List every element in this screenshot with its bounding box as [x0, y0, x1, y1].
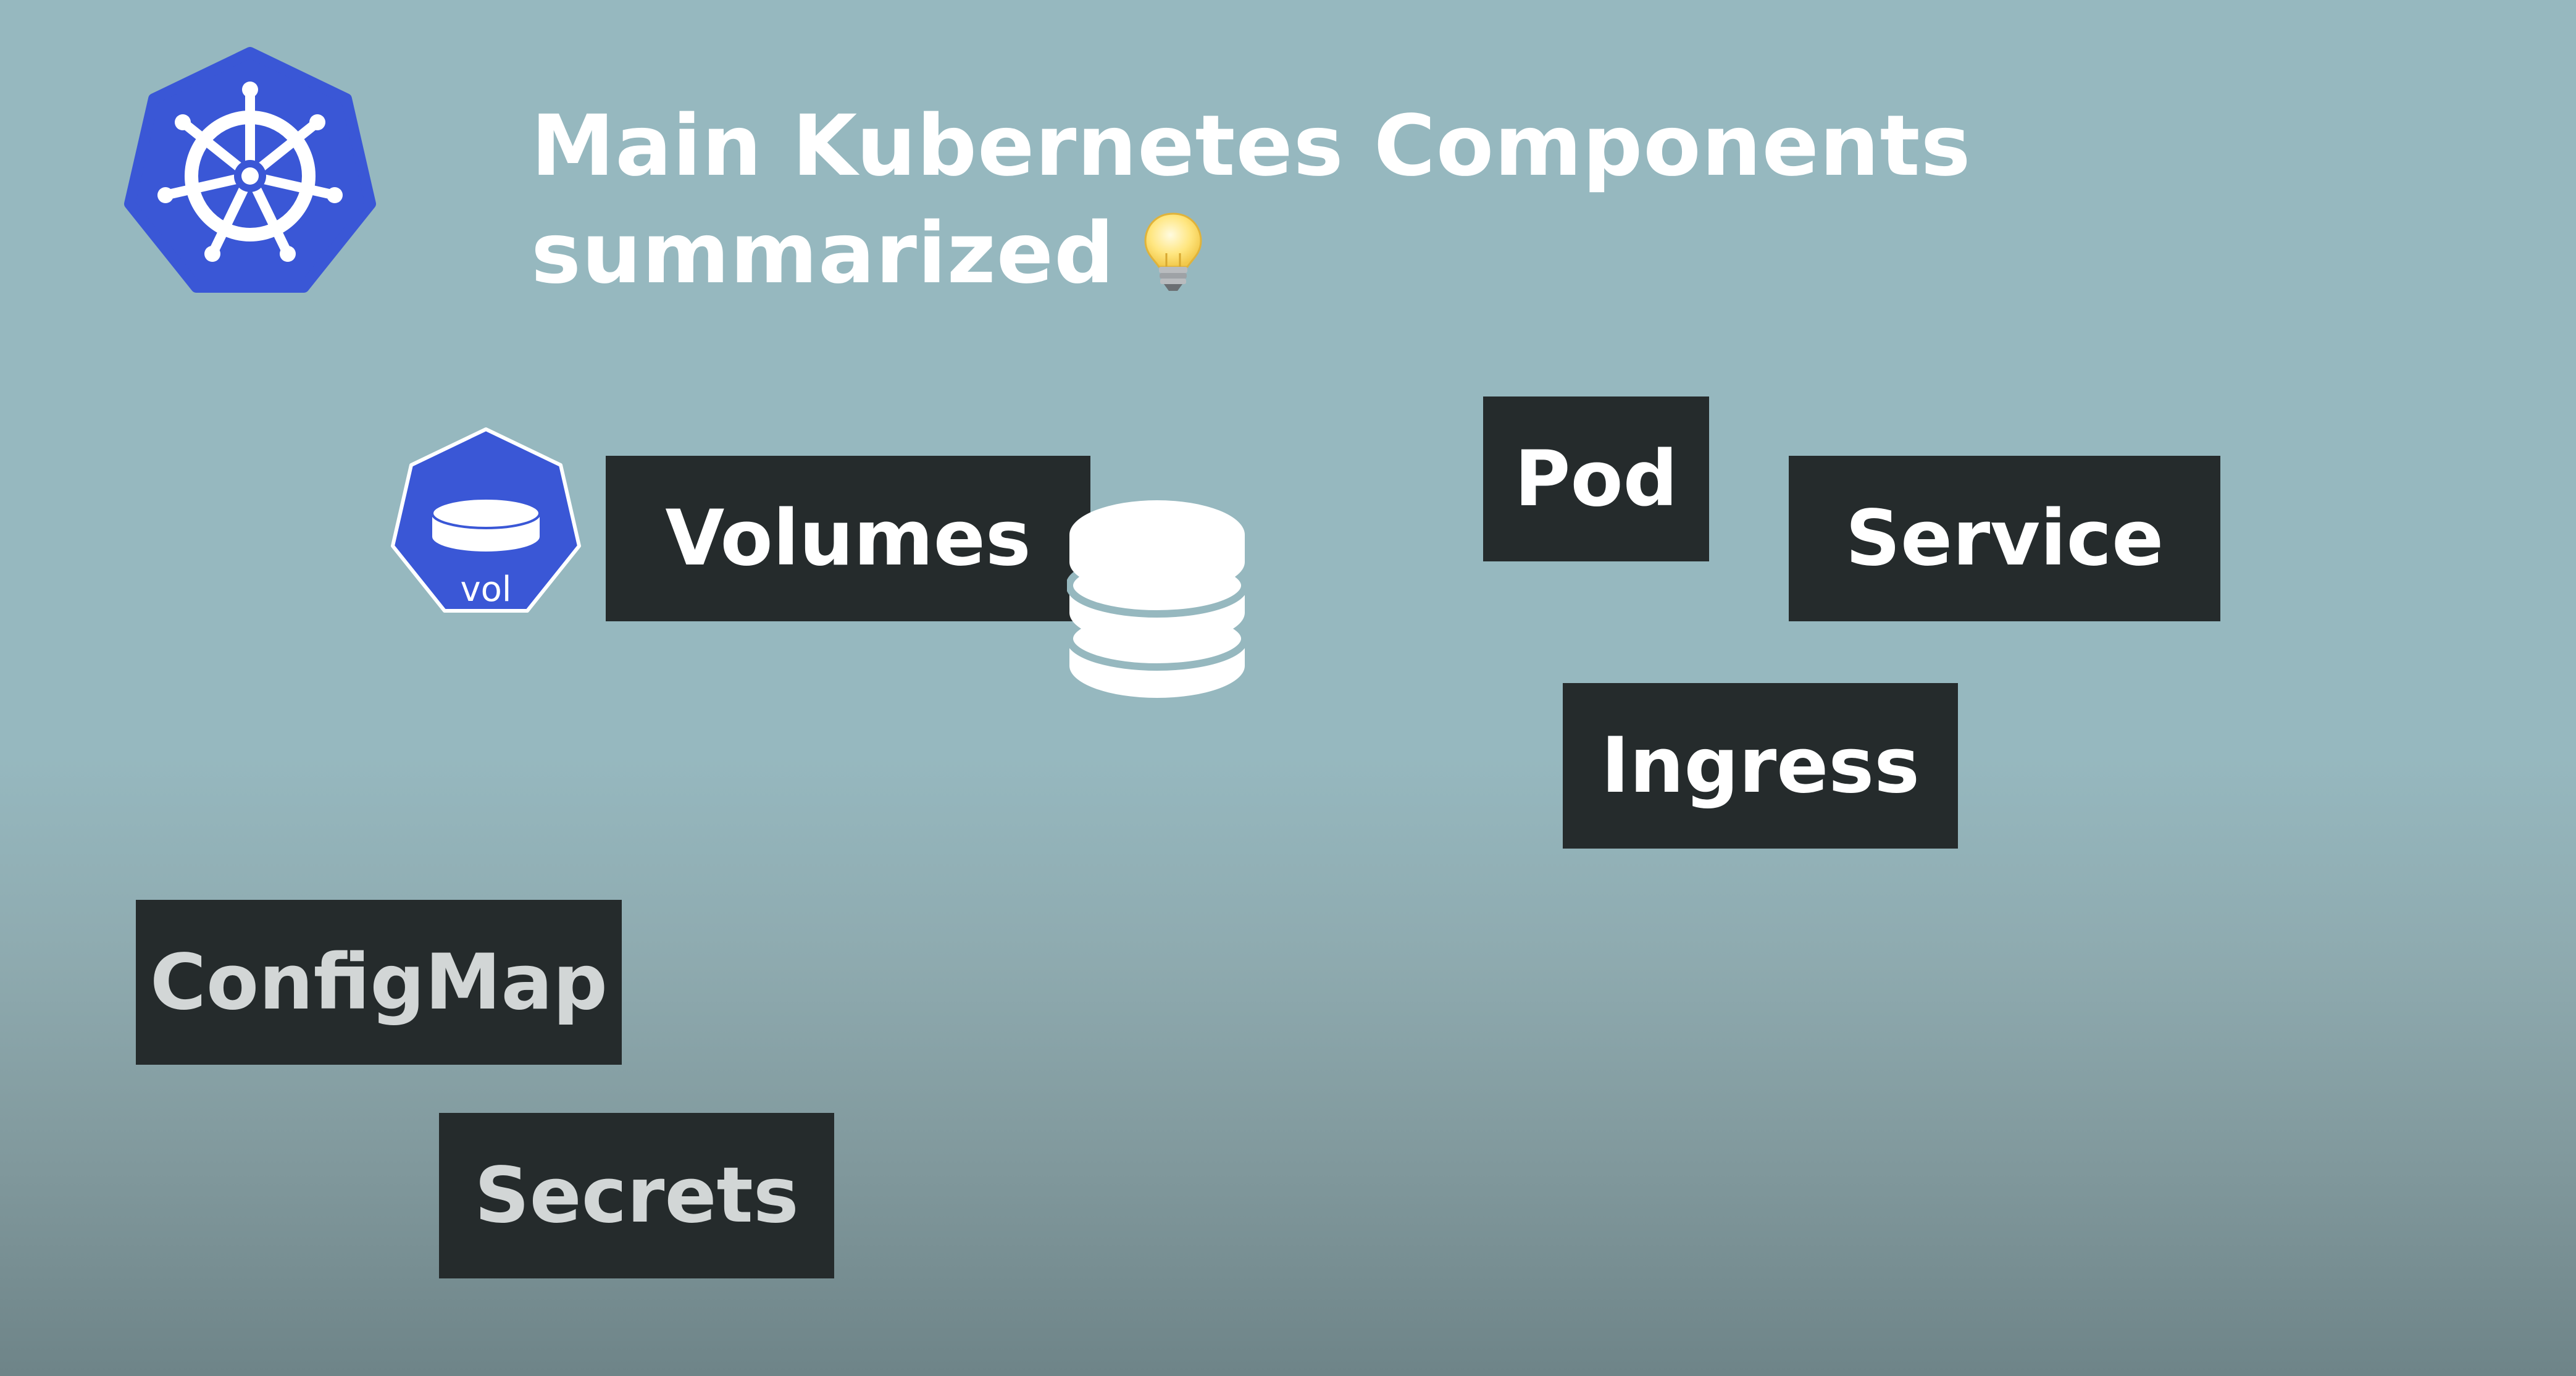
title-line-2: summarized — [531, 200, 1972, 308]
page-title: Main Kubernetes Components summarized — [531, 93, 1972, 308]
database-icon — [1067, 500, 1247, 698]
volume-icon: vol — [391, 427, 581, 613]
configmap-box: ConfigMap — [136, 900, 622, 1065]
secrets-label: Secrets — [474, 1151, 799, 1240]
secrets-box: Secrets — [439, 1113, 834, 1278]
ingress-box: Ingress — [1563, 683, 1958, 849]
volumes-label: Volumes — [665, 494, 1031, 583]
service-box: Service — [1789, 456, 2220, 621]
pod-label: Pod — [1514, 434, 1678, 524]
volume-badge-label: vol — [461, 569, 512, 610]
title-line-1: Main Kubernetes Components — [531, 98, 1972, 195]
pod-box: Pod — [1483, 396, 1709, 561]
lightbulb-icon — [1144, 212, 1202, 291]
service-label: Service — [1845, 494, 2164, 583]
volumes-box: Volumes — [606, 456, 1090, 621]
configmap-label: ConfigMap — [150, 938, 608, 1027]
title-line-2-text: summarized — [531, 205, 1115, 303]
kubernetes-logo-icon — [124, 47, 376, 293]
ingress-label: Ingress — [1600, 721, 1920, 810]
